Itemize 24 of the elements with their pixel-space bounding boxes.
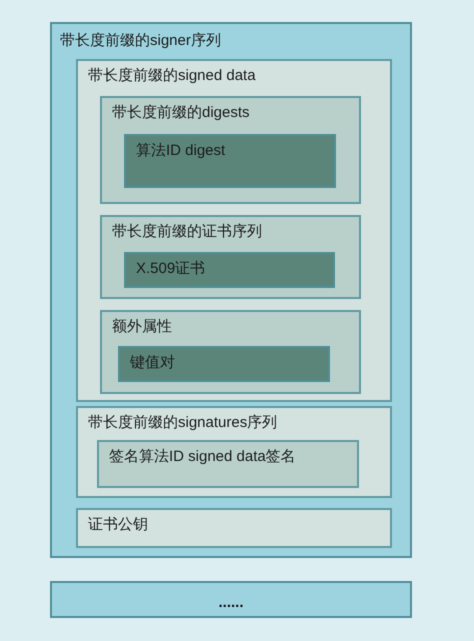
field-box xyxy=(124,252,335,288)
section-box xyxy=(100,310,361,394)
section-box xyxy=(100,215,361,299)
field-box xyxy=(124,134,336,188)
section-box xyxy=(100,96,361,204)
box-label: 带长度前缀的signer序列 xyxy=(60,31,222,51)
box-label: 带长度前缀的signatures序列 xyxy=(88,413,278,433)
box-label: 带长度前缀的证书序列 xyxy=(112,222,263,242)
box-label: 带长度前缀的digests xyxy=(112,103,251,123)
box-label: X.509证书 xyxy=(136,259,206,279)
section-box xyxy=(76,59,392,402)
box-label: 证书公钥 xyxy=(88,515,149,535)
container-box xyxy=(50,22,412,558)
box-label: 额外属性 xyxy=(112,317,173,337)
box-label: 带长度前缀的signed data xyxy=(88,66,257,86)
section-box xyxy=(76,406,392,498)
box-label: ...... xyxy=(218,592,244,612)
section-box xyxy=(76,508,392,548)
field-box xyxy=(118,346,330,382)
box-label: 签名算法ID signed data签名 xyxy=(109,447,297,467)
section-box xyxy=(97,440,359,488)
box-label: 算法ID digest xyxy=(136,141,226,161)
box-label: 键值对 xyxy=(130,353,176,373)
ellipsis-box xyxy=(50,581,412,618)
